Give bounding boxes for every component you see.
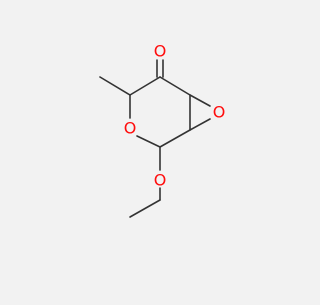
molecule-diagram: O O O O <box>99 41 226 218</box>
atom-oxygen-ring: O <box>124 119 137 138</box>
bond-methyl <box>99 76 131 96</box>
bond-c6-oepox <box>189 118 211 131</box>
bond-ethyl <box>129 199 161 218</box>
atom-oxygen-ethoxy: O <box>154 171 167 190</box>
bond-c3-c2 <box>129 76 161 96</box>
atom-oxygen-epoxide: O <box>213 103 226 122</box>
molecule-structure: O O O O <box>99 42 226 218</box>
bond-c6-c5 <box>159 129 191 148</box>
atom-oxygen-ketone: O <box>154 42 167 61</box>
bond-c2-c7 <box>159 76 191 96</box>
bond-oring-c5 <box>136 135 161 148</box>
bond-c7-oepox <box>189 94 211 107</box>
